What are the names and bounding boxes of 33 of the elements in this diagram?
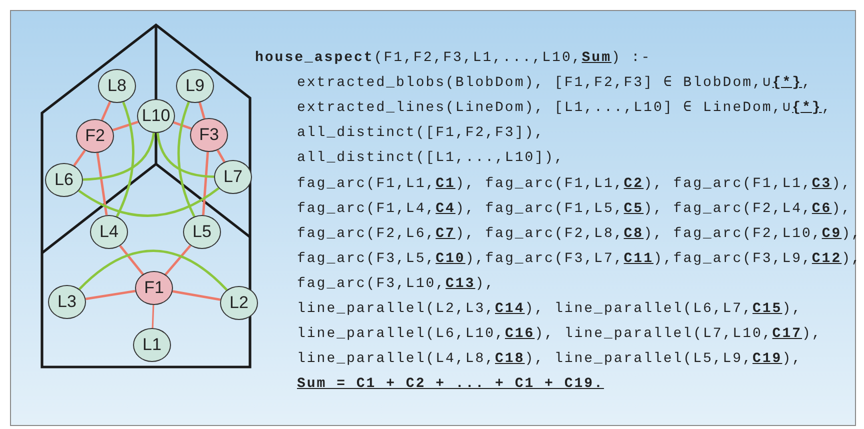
- relation-line: [173, 121, 192, 130]
- parallel-arc: [82, 132, 155, 181]
- code-line: all_distinct([L1,...,L10]),: [297, 149, 564, 168]
- code-line: line_parallel(L4,L8,C18), line_parallel(L5,L9,C19),: [297, 350, 802, 368]
- parallel-arc: [78, 250, 228, 291]
- relation-line: [112, 120, 139, 132]
- code-line: extracted_lines(LineDom), [L1,...,L10] ∈ LineDom,∪{*},: [297, 99, 832, 118]
- parallel-arc: [116, 102, 134, 218]
- code-line: house_aspect(F1,F2,F3,L1,...,L10,Sum) :-: [255, 49, 652, 67]
- code-line: Sum = C1 + C2 + ... + C1 + C19.: [297, 375, 604, 394]
- parallel-arc: [177, 102, 196, 217]
- relation-line: [86, 290, 136, 300]
- parallel-arc: [78, 187, 220, 217]
- code-line: line_parallel(L6,L10,C16), line_parallel(L7,L10,C17),: [297, 325, 822, 344]
- relation-line: [152, 304, 154, 328]
- relation-line: [172, 290, 221, 301]
- parallel-arc: [156, 132, 214, 178]
- code-line: extracted_blobs(BlobDom), [F1,F2,F3] ∈ BlobDom,∪{*},: [297, 74, 812, 92]
- relation-line: [202, 152, 209, 216]
- code-line: line_parallel(L2,L3,C14), line_parallel(L6,L7,C15),: [297, 300, 802, 318]
- code-line: fag_arc(F3,L10,C13),: [297, 274, 496, 293]
- code-line: fag_arc(F3,L5,C10),fag_arc(F3,L7,C11),fag_arc(F3,L9,C12),: [297, 250, 862, 268]
- code-line: fag_arc(F1,L1,C1), fag_arc(F1,L1,C2), fag_arc(F1,L1,C3),: [297, 174, 852, 192]
- code-line: fag_arc(F1,L4,C4), fag_arc(F1,L5,C5), fag_arc(F2,L4,C6),: [297, 200, 852, 218]
- relation-line: [119, 245, 144, 275]
- relation-line: [100, 101, 112, 121]
- relation-line: [198, 102, 206, 119]
- code-line: fag_arc(F2,L6,C7), fag_arc(F2,L8,C8), fag_arc(F2,L10,C9),: [297, 224, 862, 243]
- relation-line: [96, 152, 108, 216]
- code-line: all_distinct([F1,F2,F3]),: [297, 124, 545, 142]
- relation-line: [164, 244, 192, 276]
- relation-line: [216, 150, 226, 162]
- relation-line: [73, 150, 86, 166]
